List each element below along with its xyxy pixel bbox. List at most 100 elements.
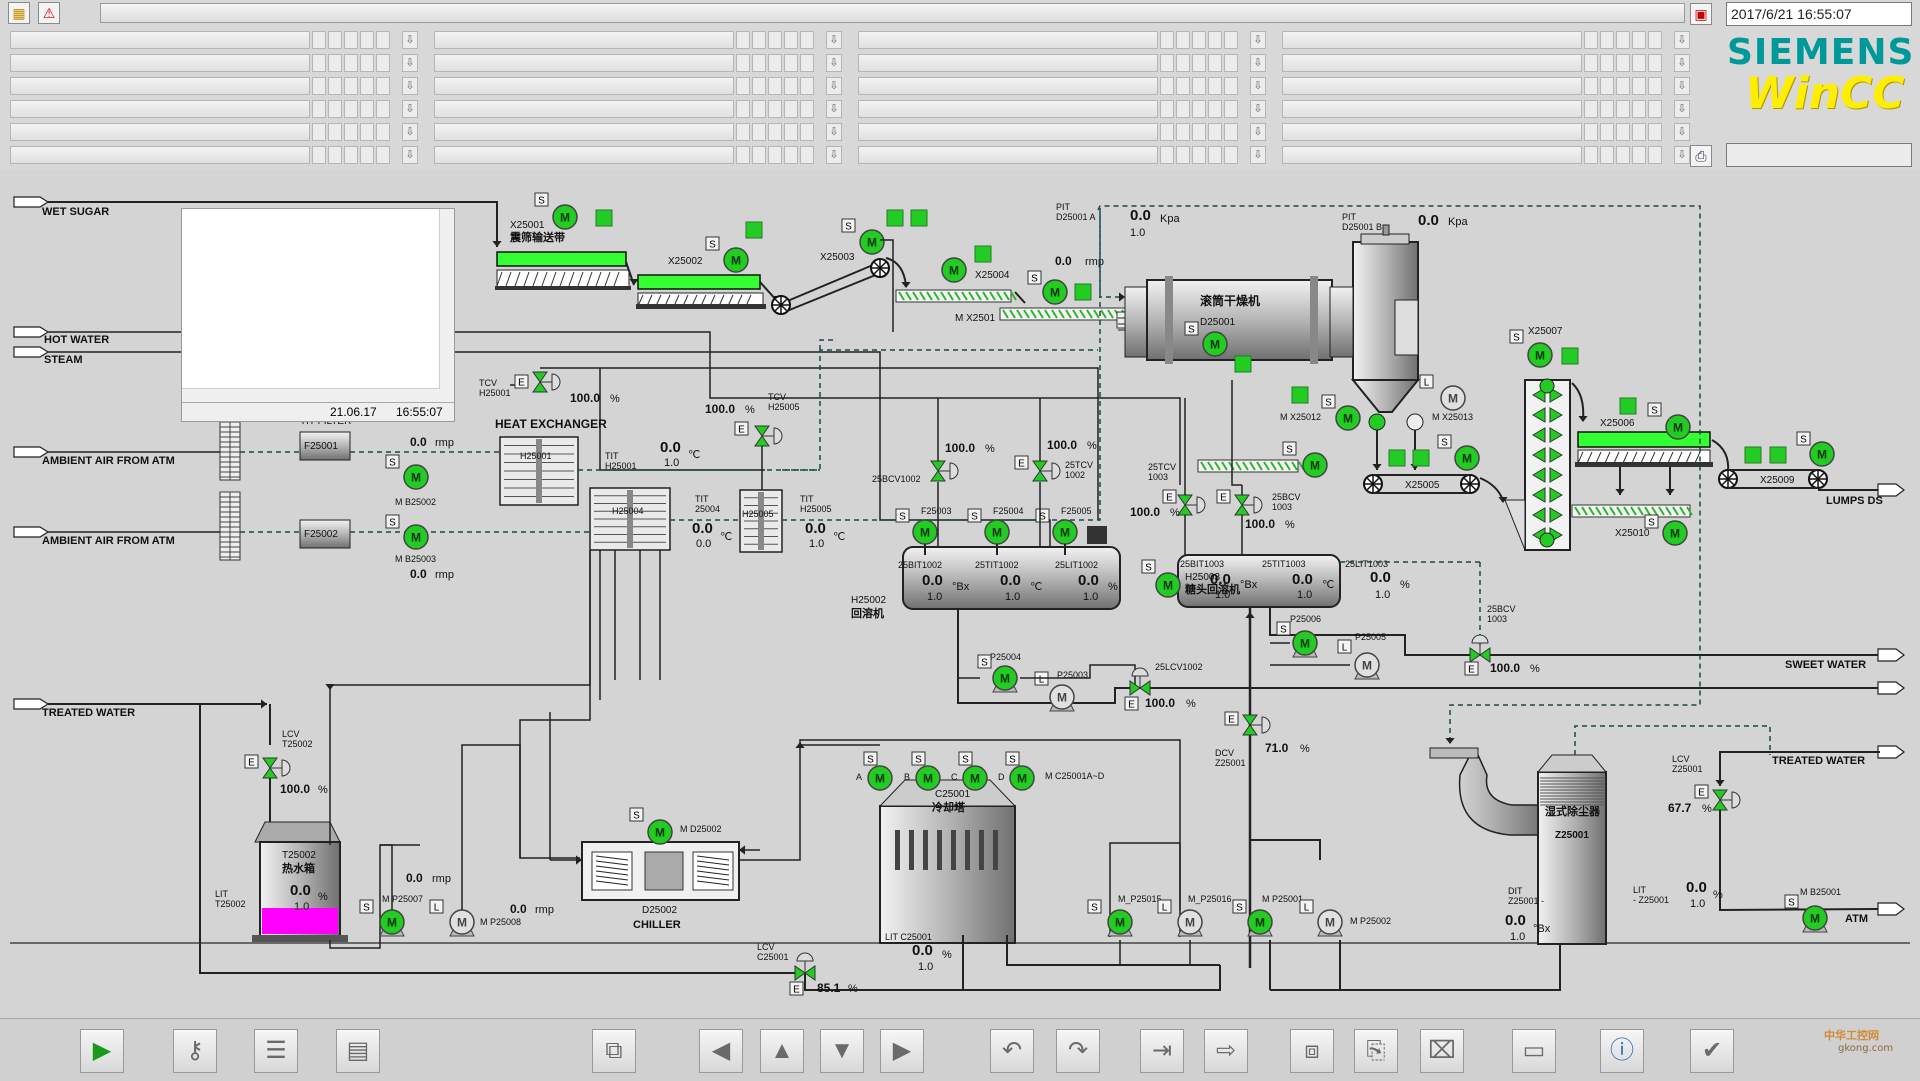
alarm-row[interactable]: ⇩ [434, 146, 846, 164]
f25002-fan[interactable] [299, 519, 351, 549]
start-runtime-button[interactable]: ▶ [80, 1029, 124, 1073]
lcv-t25002-mode-badge[interactable]: E [244, 754, 259, 769]
up-screen-button[interactable]: ▲ [760, 1029, 804, 1073]
c25001-mode-badge[interactable]: S [958, 751, 973, 766]
b25001-mode-badge[interactable]: S [1784, 894, 1799, 909]
bcv1003b-valve[interactable] [1469, 634, 1491, 663]
x25013-motor[interactable]: M [1440, 385, 1466, 411]
b25003-motor[interactable]: M [403, 524, 429, 550]
f25005-mode-badge[interactable]: S [1035, 508, 1050, 523]
tcv-h25005-valve[interactable] [754, 425, 783, 447]
x25004-speed-mode-badge[interactable]: S [1027, 270, 1042, 285]
lcv-z25001-mode-badge[interactable]: E [1694, 784, 1709, 799]
alarm-row[interactable]: ⇩ [858, 123, 1270, 141]
lcv-c25001-valve[interactable] [794, 952, 816, 981]
alarm-row-arrow-icon[interactable]: ⇩ [402, 31, 418, 49]
bcv1003-valve[interactable] [1234, 494, 1263, 516]
next-screen-button[interactable]: ▶ [880, 1029, 924, 1073]
x25001-conveyor[interactable] [496, 251, 627, 267]
alarm-row-arrow-icon[interactable]: ⇩ [826, 31, 842, 49]
p25002-mode-badge[interactable]: L [1299, 899, 1314, 914]
x25006-mode-badge[interactable]: S [1647, 402, 1662, 417]
dcv-z25001-valve[interactable] [1242, 714, 1271, 736]
rotary-valve[interactable] [1368, 413, 1386, 431]
p25004-pump[interactable]: M [992, 665, 1018, 693]
calendar-icon[interactable]: ▣ [1690, 3, 1712, 25]
x25009-motor[interactable]: M [1809, 441, 1835, 467]
start-screen-button[interactable]: ⇥ [1140, 1029, 1184, 1073]
alarm-row[interactable]: ⇩ [434, 123, 846, 141]
alarm-row[interactable]: ⇩ [10, 54, 422, 72]
alarm-row[interactable]: ⇩ [858, 31, 1270, 49]
p25016-mode-badge[interactable]: L [1157, 899, 1172, 914]
x25002-conveyor[interactable] [637, 274, 761, 290]
lcv1002-valve[interactable] [1129, 667, 1151, 696]
monitor-button[interactable]: ▭ [1512, 1029, 1556, 1073]
p25007-mode-badge[interactable]: S [359, 899, 374, 914]
p25001-pump[interactable]: M [1247, 909, 1273, 937]
lcv-z25001-valve[interactable] [1712, 789, 1741, 811]
c25001-mode-badge[interactable]: S [1005, 751, 1020, 766]
x25003-motor[interactable]: M [859, 229, 885, 255]
message-list-icon[interactable]: ▦ [8, 2, 30, 24]
lcv-c25001-mode-badge[interactable]: E [789, 981, 804, 996]
fine-screw-motor[interactable]: M [1302, 452, 1328, 478]
horn-ack-button[interactable]: ✔ [1690, 1029, 1734, 1073]
alarm-row[interactable]: ⇩ [434, 54, 846, 72]
alarm-warning-icon[interactable]: ⚠ [38, 2, 60, 24]
alarm-row-arrow-icon[interactable]: ⇩ [1674, 54, 1690, 72]
d25002-mode-badge[interactable]: S [629, 807, 644, 822]
tcv1003-mode-badge[interactable]: E [1162, 489, 1177, 504]
x25001-mode-badge[interactable]: S [534, 192, 549, 207]
b25002-motor[interactable]: M [403, 464, 429, 490]
x25005-mode-badge[interactable]: S [1437, 434, 1452, 449]
x25007-mode-badge[interactable]: S [1509, 329, 1524, 344]
alarm-row-arrow-icon[interactable]: ⇩ [826, 77, 842, 95]
alarm-row[interactable]: ⇩ [858, 54, 1270, 72]
x2501-motor[interactable]: M [1042, 279, 1068, 305]
d25001-motor[interactable]: M [1202, 331, 1228, 357]
popup-vertical-scrollbar[interactable] [439, 209, 454, 405]
p25008-pump[interactable]: M [449, 909, 475, 937]
report-button[interactable]: ▤ [336, 1029, 380, 1073]
p25004-mode-badge[interactable]: S [977, 654, 992, 669]
overview-button[interactable]: ⧉ [592, 1029, 636, 1073]
p25005-pump[interactable]: M [1354, 652, 1380, 680]
dcv-z25001-mode-badge[interactable]: E [1224, 711, 1239, 726]
cyclone-level-badge[interactable]: L [1419, 374, 1434, 389]
f25005-agitator-motor[interactable]: M [1052, 519, 1078, 545]
alarm-row-arrow-icon[interactable]: ⇩ [1250, 146, 1266, 164]
end-screen-button[interactable]: ⇨ [1204, 1029, 1248, 1073]
x25007-motor[interactable]: M [1527, 342, 1553, 368]
alarm-row[interactable]: ⇩ [10, 31, 422, 49]
alarm-row-arrow-icon[interactable]: ⇩ [1250, 54, 1266, 72]
f25003-agitator-motor[interactable]: M [912, 519, 938, 545]
x25010-mode-badge[interactable]: S [1644, 514, 1659, 529]
x25006-motor[interactable]: M [1665, 414, 1691, 440]
d25001-mode-badge[interactable]: S [1184, 321, 1199, 336]
down-screen-button[interactable]: ▼ [820, 1029, 864, 1073]
f25001-fan[interactable] [299, 431, 351, 461]
x25012-motor[interactable]: M [1335, 405, 1361, 431]
alarm-row-arrow-icon[interactable]: ⇩ [1250, 123, 1266, 141]
alarm-row[interactable]: ⇩ [434, 100, 846, 118]
alarm-row[interactable]: ⇩ [1282, 77, 1694, 95]
alarm-row-arrow-icon[interactable]: ⇩ [826, 146, 842, 164]
alarm-row[interactable]: ⇩ [10, 146, 422, 164]
alarm-row-arrow-icon[interactable]: ⇩ [402, 146, 418, 164]
alarm-row[interactable]: ⇩ [858, 146, 1270, 164]
fine-screw[interactable] [1197, 459, 1305, 473]
p25005-mode-badge[interactable]: L [1337, 639, 1352, 654]
p25001-mode-badge[interactable]: S [1232, 899, 1247, 914]
x25002-motor[interactable]: M [723, 247, 749, 273]
delete-screen-button[interactable]: ⌧ [1420, 1029, 1464, 1073]
alarm-row-arrow-icon[interactable]: ⇩ [826, 100, 842, 118]
p25015-mode-badge[interactable]: S [1087, 899, 1102, 914]
alarm-row[interactable]: ⇩ [1282, 100, 1694, 118]
info-button[interactable]: ⓘ [1600, 1029, 1644, 1073]
tcv-h25001-valve[interactable] [532, 371, 561, 393]
back-history-button[interactable]: ↶ [990, 1029, 1034, 1073]
b25003-mode-badge[interactable]: S [385, 514, 400, 529]
alarm-row-arrow-icon[interactable]: ⇩ [826, 54, 842, 72]
user-login-button[interactable]: ⚷ [173, 1029, 217, 1073]
